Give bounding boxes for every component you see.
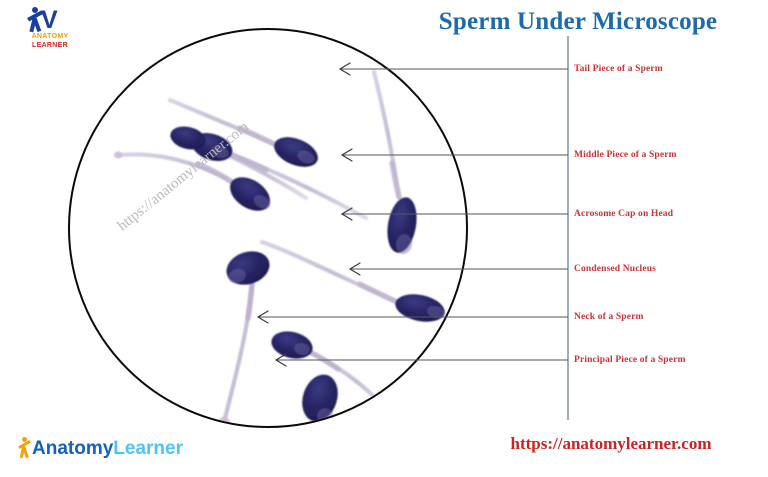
specimen-illustration	[114, 69, 445, 426]
figure-leg-right-icon	[32, 17, 41, 33]
sperm-tails	[115, 69, 402, 426]
sperm-midpieces	[195, 125, 402, 426]
brand-top-word-learner: LEARNER	[32, 42, 68, 49]
microscope-field-circle: https://anatomylearner.com	[68, 28, 468, 428]
figure-leg-right-icon	[22, 445, 29, 459]
sperm-heads	[170, 126, 445, 422]
sperm-cells-group	[114, 69, 445, 426]
sperm-tail-tips	[114, 151, 394, 426]
human-figure-icon	[18, 437, 31, 459]
brand-logo-bottom: Anatomy Learner	[18, 436, 183, 460]
callout-label-neck: Neck of a Sperm	[574, 312, 644, 322]
callout-label-acrosome-cap: Acrosome Cap on Head	[574, 209, 674, 219]
brand-word-anatomy: Anatomy	[32, 437, 114, 459]
callout-label-condensed-nucleus: Condensed Nucleus	[574, 264, 656, 274]
figure-head-icon	[22, 437, 27, 442]
callout-label-principal-piece: Principal Piece of a Sperm	[574, 355, 686, 365]
brand-logo-top: V ANATOMY LEARNER	[24, 5, 76, 57]
site-url-text: https://anatomylearner.com	[510, 434, 712, 453]
acrosome-caps	[211, 145, 445, 424]
human-figure-icon	[27, 7, 44, 33]
brand-top-word-anatomy: ANATOMY	[31, 33, 69, 40]
brand-word-learner: Learner	[113, 437, 183, 459]
callout-label-tail-piece: Tail Piece of a Sperm	[574, 64, 663, 74]
callout-label-middle-piece: Middle Piece of a Sperm	[574, 150, 677, 160]
page-title: Sperm Under Microscope	[438, 8, 718, 35]
figure-head-icon	[32, 7, 38, 13]
brand-v-letter: V	[41, 6, 58, 34]
